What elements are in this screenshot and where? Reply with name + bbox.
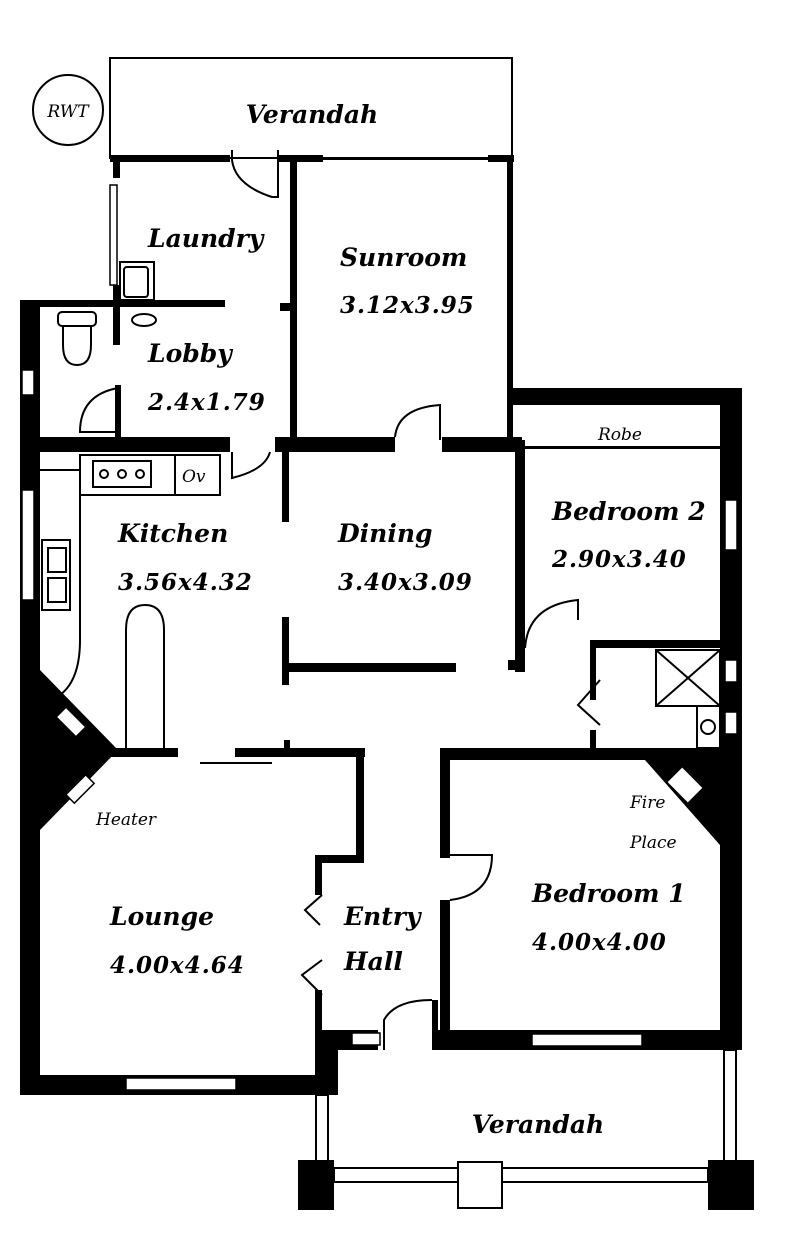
walls bbox=[20, 150, 742, 1095]
dining-label: Dining bbox=[337, 519, 433, 548]
bedroom2-label: Bedroom 2 bbox=[551, 497, 706, 526]
sunroom-label: Sunroom bbox=[340, 243, 467, 272]
entry-label-2: Hall bbox=[343, 947, 403, 976]
bedroom1-label: Bedroom 1 bbox=[531, 879, 686, 908]
laundry-label: Laundry bbox=[147, 224, 265, 253]
robe-label: Robe bbox=[597, 425, 642, 445]
bedroom2-size: 2.90x3.40 bbox=[551, 546, 687, 573]
fireplace-label-1: Fire bbox=[629, 793, 665, 813]
lounge-label: Lounge bbox=[109, 902, 214, 931]
sunroom-size: 3.12x3.95 bbox=[340, 292, 475, 319]
bedroom1-size: 4.00x4.00 bbox=[532, 929, 667, 956]
lobby-label: Lobby bbox=[147, 339, 233, 368]
verandah-front-label: Verandah bbox=[472, 1110, 604, 1139]
rwt-logo: RWT bbox=[32, 74, 104, 146]
heater-label: Heater bbox=[95, 810, 157, 830]
verandah-rear-label: Verandah bbox=[246, 100, 378, 129]
kitchen-label: Kitchen bbox=[117, 519, 228, 548]
verandah-front bbox=[298, 1049, 754, 1210]
kitchen-size: 3.56x4.32 bbox=[118, 569, 253, 596]
fireplace-label-2: Place bbox=[629, 833, 677, 853]
logo-text: RWT bbox=[46, 102, 90, 122]
lounge-size: 4.00x4.64 bbox=[110, 952, 245, 979]
entry-label-1: Entry bbox=[343, 902, 422, 931]
oven-label: Ov bbox=[182, 467, 206, 487]
lobby-size: 2.4x1.79 bbox=[147, 389, 266, 416]
dining-size: 3.40x3.09 bbox=[338, 569, 473, 596]
